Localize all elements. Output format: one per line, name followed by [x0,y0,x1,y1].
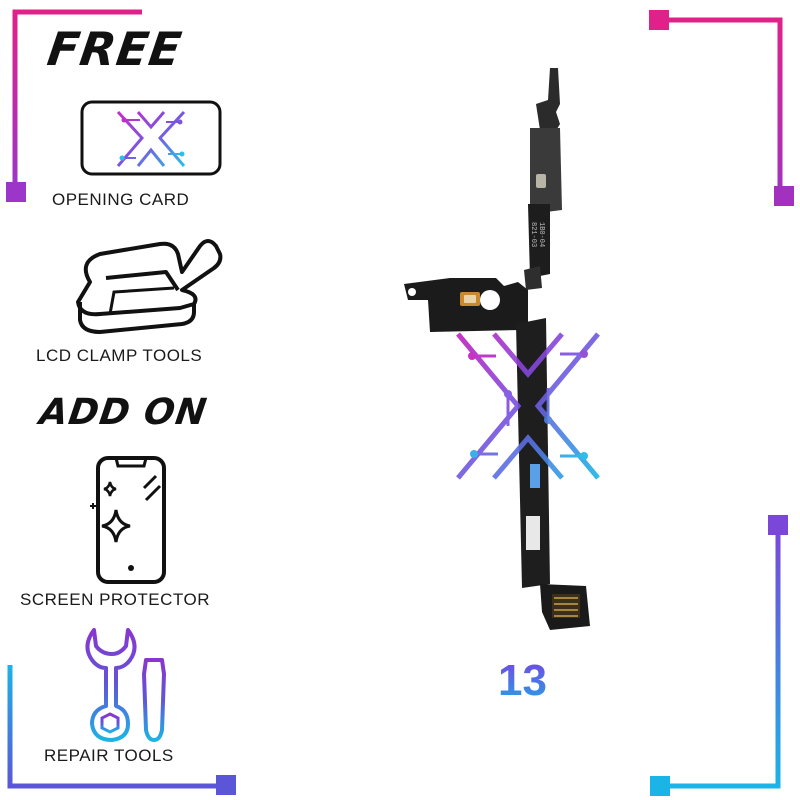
wrench-screwdriver-icon [82,624,182,744]
opening-card-label: OPENING CARD [52,190,190,209]
lcd-clamp-label: LCD CLAMP TOOLS [36,346,203,365]
printed-code-1: 821-03 [529,222,537,247]
flex-cable-image: 821-03 1B0-04 [400,64,600,638]
opening-card-icon [80,100,222,176]
addon-heading: ADD ON [37,392,210,433]
free-heading: FREE [44,22,186,76]
model-label: 13 [498,656,547,705]
x-logo-watermark [448,326,608,490]
phone-screen-icon [88,454,174,586]
clamp-icon [70,232,230,336]
printed-code-2: 1B0-04 [537,222,545,247]
screen-protector-label: SCREEN PROTECTOR [20,590,210,609]
repair-tools-label: REPAIR TOOLS [44,746,174,765]
